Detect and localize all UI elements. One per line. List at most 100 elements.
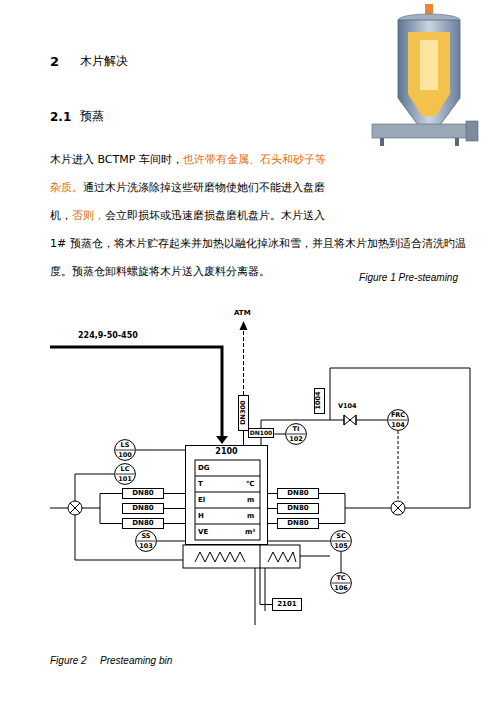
tank-vessel: 2100 [185, 445, 268, 545]
box-label: DN80 [287, 505, 308, 513]
table-cell: m³ [245, 528, 255, 536]
pipe-size-box: DN80 [277, 503, 319, 514]
bubble-divider [116, 474, 135, 475]
instrument-tag: 105 [334, 541, 348, 551]
pipe-size-box: DN100 [248, 428, 275, 438]
highlight-text: 否则， [72, 209, 105, 222]
box-label: DN80 [132, 505, 153, 513]
instrument-tag: 102 [289, 434, 303, 444]
instrument-bubble: TI102 [285, 423, 307, 445]
pipe-connector [164, 523, 185, 524]
bubble-circle [115, 440, 136, 461]
line-tag: 1004 [314, 388, 325, 414]
pipe-connector [274, 434, 285, 435]
instrument-tag: 100 [118, 450, 132, 460]
body-text: 木片进入 BCTMP 车间时， [50, 153, 183, 166]
pipe-size-box: DN300 [238, 395, 249, 431]
instrument-tag: 101 [118, 474, 132, 484]
box-label: 2101 [277, 601, 296, 609]
instrument-bubble: SS103 [135, 530, 157, 552]
figure-float [335, 146, 470, 230]
pipe-connector [341, 552, 342, 572]
pipe-connector [136, 450, 185, 451]
bubble-divider [137, 541, 156, 542]
vent-arrowhead [240, 321, 248, 330]
section-title: 预蒸 [80, 110, 104, 124]
pipe-connector [164, 508, 185, 509]
body-paragraph: 木片进入 BCTMP 车间时，也许带有金属、石头和砂子等杂质。通过木片洗涤除掉这… [50, 146, 470, 286]
figure-caption: Figure 2 [50, 655, 87, 667]
pid-lines [50, 118, 470, 625]
instrument-tag: TI [293, 424, 300, 434]
pipe-connector [268, 508, 277, 509]
section-number: 2.1 [50, 110, 71, 124]
instrument-bubble: SC105 [330, 530, 352, 552]
instrument-tag: SS [141, 531, 150, 541]
instrument-tag: LS [121, 440, 130, 450]
bubble-divider [116, 450, 135, 451]
vent-label: ATM [234, 309, 251, 317]
box-label: DN80 [132, 490, 153, 498]
pipe-size-box: DN80 [277, 488, 319, 499]
box-label: DN80 [287, 490, 308, 498]
pipe-connector [268, 541, 330, 542]
pipe-size-box: DN80 [122, 488, 164, 499]
pipe-connector [164, 493, 185, 494]
equipment-tag: 2101 [272, 598, 302, 611]
line-number: 224,9-50-450 [78, 331, 138, 341]
pipe-connector [243, 431, 244, 445]
instrument-tag: TC [336, 573, 345, 583]
instrument-bubble: FRC104 [387, 409, 409, 431]
section-title: 木片解决 [80, 55, 128, 69]
pipe-connector [268, 523, 277, 524]
instrument-bubble: TC106 [330, 572, 352, 594]
bubble-circle [286, 424, 307, 445]
steaming-bin-illustration [372, 4, 478, 146]
bubble-divider [332, 541, 351, 542]
instrument-bubble: LC101 [114, 463, 136, 485]
table-cell: T [198, 480, 203, 488]
instrument-tag: FRC [391, 410, 405, 420]
valve-tag: V104 [338, 403, 357, 411]
feed-arrowhead [216, 436, 228, 444]
table-cell: H [198, 512, 204, 520]
pipe-connector [260, 545, 272, 605]
bubble-divider [332, 583, 351, 584]
bubble-circle [115, 464, 136, 485]
table-cell: VE [198, 528, 208, 536]
box-label: 1004 [316, 392, 323, 410]
figure-caption: Figure 1 Pre-steaming [359, 272, 458, 284]
bubble-circle [331, 531, 352, 552]
figure-caption: Presteaming bin [100, 655, 172, 667]
table-cell: DG [198, 464, 210, 472]
section-number: 2 [50, 54, 59, 70]
instrument-bubble: LS100 [114, 439, 136, 461]
bubble-divider [287, 434, 306, 435]
pipe-size-box: DN80 [122, 518, 164, 529]
instrument-tag: SC [336, 531, 345, 541]
table-cell: m [247, 512, 254, 520]
instrument-tag: 104 [391, 420, 405, 430]
box-label: DN300 [240, 401, 247, 425]
table-cell: m [247, 496, 254, 504]
pipe-size-box: DN80 [122, 503, 164, 514]
pipe-connector [157, 541, 185, 542]
bubble-circle [388, 410, 409, 431]
instrument-tag: 103 [139, 541, 153, 551]
body-text: 会立即损坏或迅速磨损盘磨机盘片。木片送入 1# 预蒸仓，将木片贮存起来并加热以融… [50, 209, 466, 278]
pipe-connector [268, 493, 277, 494]
pipe-size-box: DN80 [277, 518, 319, 529]
bubble-circle [331, 573, 352, 594]
box-label: DN80 [132, 520, 153, 528]
bubble-circle [136, 531, 157, 552]
instrument-tag: 106 [334, 583, 348, 593]
box-label: 2100 [215, 448, 237, 457]
table-cell: ℃ [246, 480, 254, 488]
bubble-divider [389, 420, 408, 421]
box-label: DN100 [250, 430, 273, 437]
instrument-tag: LC [121, 464, 130, 474]
table-cell: El [198, 496, 205, 504]
